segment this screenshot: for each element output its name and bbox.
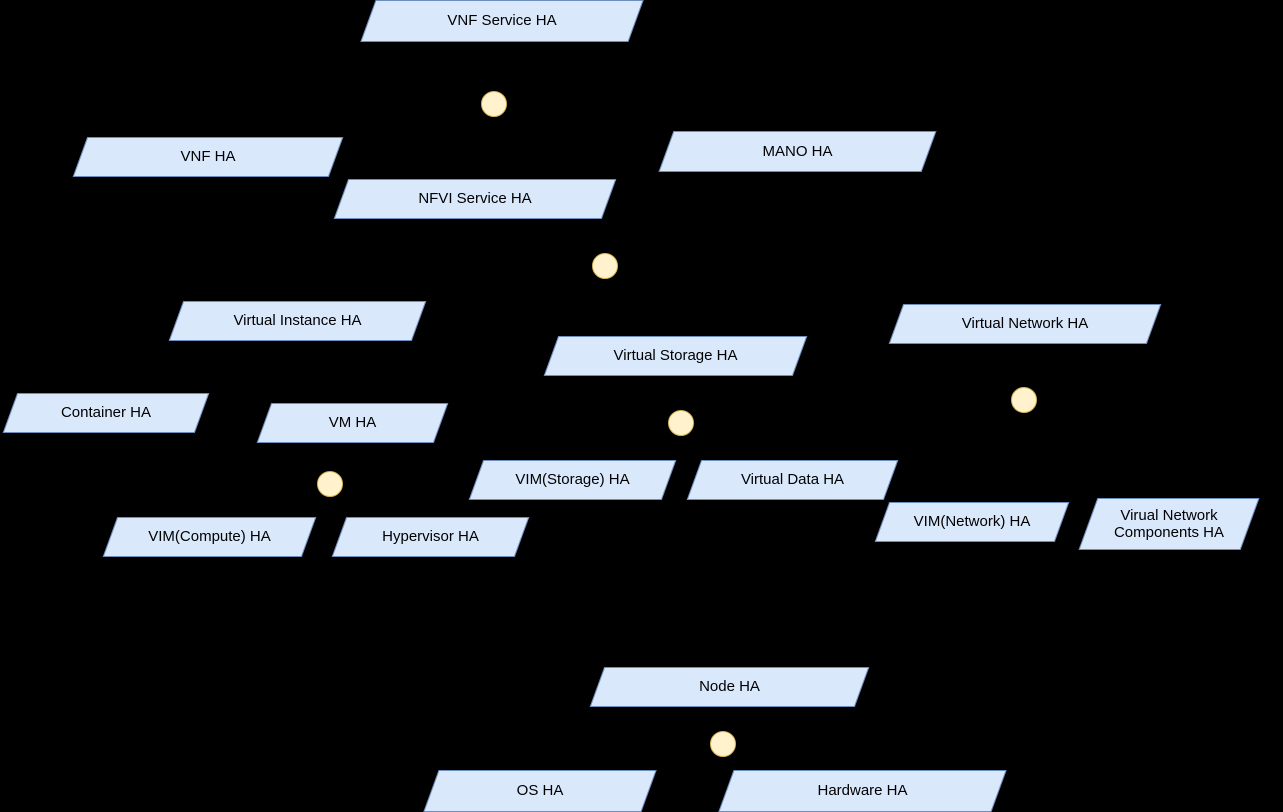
junction-circle-icon[interactable]	[317, 471, 343, 497]
parallelogram-shape	[718, 770, 1007, 812]
parallelogram-shape	[888, 304, 1162, 344]
parallelogram-shape	[102, 517, 317, 557]
node-vm-ha[interactable]: VM HA	[254, 403, 451, 443]
node-mano-ha[interactable]: MANO HA	[656, 131, 939, 172]
parallelogram-shape	[686, 460, 899, 500]
parallelogram-shape	[331, 517, 530, 557]
junction-circle-icon[interactable]	[1011, 387, 1037, 413]
junction-circle-icon[interactable]	[668, 410, 694, 436]
parallelogram-shape	[589, 667, 870, 707]
parallelogram-shape	[543, 336, 808, 376]
node-node-ha[interactable]: Node HA	[587, 667, 872, 707]
node-vnf-ha[interactable]: VNF HA	[70, 137, 346, 177]
parallelogram-shape	[874, 502, 1070, 542]
parallelogram-shape	[1078, 498, 1260, 550]
node-virtual-storage-ha[interactable]: Virtual Storage HA	[541, 336, 810, 376]
node-os-ha[interactable]: OS HA	[421, 770, 659, 812]
junction-circle-icon[interactable]	[710, 731, 736, 757]
node-vim-compute-ha[interactable]: VIM(Compute) HA	[100, 517, 319, 557]
junction-circle-icon[interactable]	[481, 91, 507, 117]
parallelogram-shape	[423, 770, 657, 812]
parallelogram-shape	[72, 137, 344, 177]
node-nfvi-service-ha[interactable]: NFVI Service HA	[331, 179, 619, 219]
parallelogram-shape	[2, 393, 210, 433]
node-virtual-data-ha[interactable]: Virtual Data HA	[684, 460, 901, 500]
junction-circle-icon[interactable]	[592, 253, 618, 279]
node-vnf-service-ha[interactable]: VNF Service HA	[358, 0, 646, 42]
parallelogram-shape	[333, 179, 617, 219]
node-hypervisor-ha[interactable]: Hypervisor HA	[329, 517, 532, 557]
parallelogram-shape	[256, 403, 449, 443]
node-virtual-network-ha[interactable]: Virtual Network HA	[886, 304, 1164, 344]
node-virtual-instance-ha[interactable]: Virtual Instance HA	[166, 301, 429, 341]
node-vim-network-ha[interactable]: VIM(Network) HA	[872, 502, 1072, 542]
node-hardware-ha[interactable]: Hardware HA	[716, 770, 1009, 812]
parallelogram-shape	[360, 0, 644, 42]
parallelogram-shape	[168, 301, 427, 341]
parallelogram-shape	[468, 460, 677, 500]
node-vim-storage-ha[interactable]: VIM(Storage) HA	[466, 460, 679, 500]
parallelogram-shape	[658, 131, 937, 172]
node-virtual-network-components-ha[interactable]: Virual Network Components HA	[1078, 498, 1260, 550]
node-container-ha[interactable]: Container HA	[0, 393, 212, 433]
